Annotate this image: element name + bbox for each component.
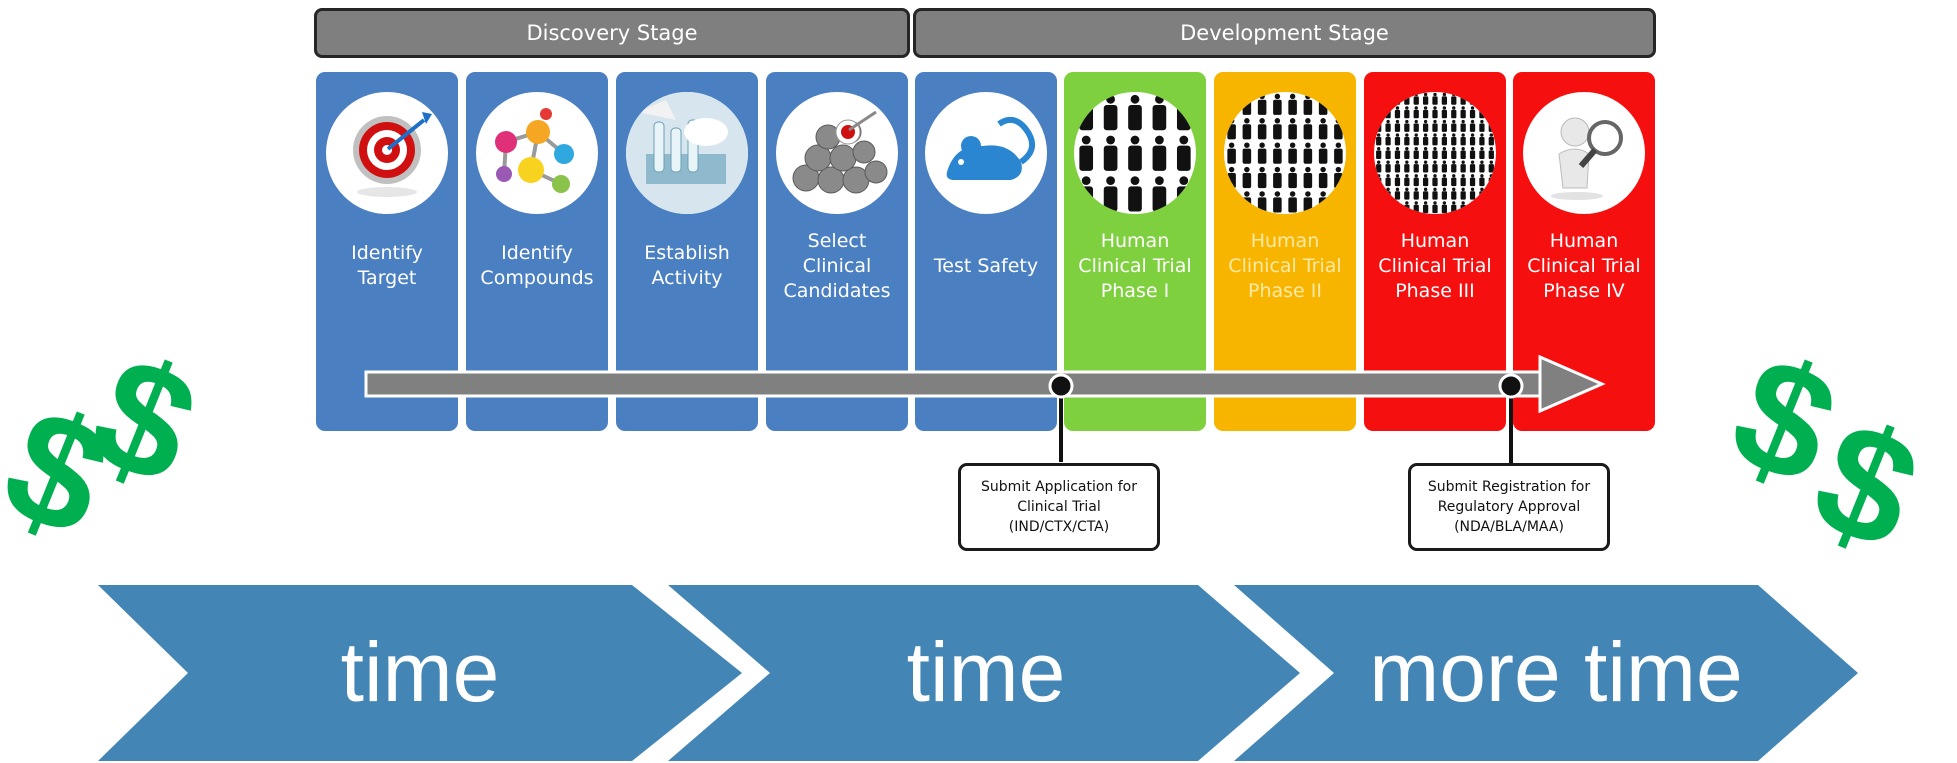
step-label-establish-activity: Establish Activity [644, 242, 730, 289]
time-chevrons [98, 585, 1858, 761]
milestone-label-regulatory-registration: Submit Registration for Regulatory Appro… [1427, 479, 1591, 535]
people-medium-icon [1224, 92, 1346, 214]
milestone-clinical-trial-application: Submit Application for Clinical Trial (I… [958, 463, 1160, 551]
candidates-icon [776, 92, 898, 214]
development-stage-label: Development Stage [1180, 21, 1389, 45]
step-label-select-candidates: Select Clinical Candidates [783, 229, 891, 302]
milestone-connectors [1048, 373, 1524, 464]
discovery-stage-label: Discovery Stage [526, 21, 698, 45]
milestone-label-clinical-trial-application: Submit Application for Clinical Trial (I… [980, 479, 1138, 535]
step-label-phase-3: Human Clinical Trial Phase III [1378, 229, 1492, 302]
step-identify-target: Identify Target [316, 72, 458, 431]
step-label-test-safety: Test Safety [933, 254, 1039, 277]
step-label-phase-4: Human Clinical Trial Phase IV [1527, 229, 1641, 302]
chevron-label-time-2: time [906, 624, 1066, 719]
step-phase-1: Human Clinical Trial Phase I [1064, 72, 1206, 431]
step-label-phase-2: Human Clinical Trial Phase II [1228, 229, 1342, 302]
mouse-icon [925, 92, 1047, 214]
target-icon [326, 92, 448, 214]
milestone-regulatory-registration: Submit Registration for Regulatory Appro… [1408, 463, 1610, 551]
development-stage-bar: Development Stage [913, 8, 1656, 58]
people-small-icon [1074, 92, 1196, 214]
molecule-icon [476, 92, 598, 214]
people-large-icon [1374, 92, 1496, 214]
chevron-label-time-1: time [340, 624, 500, 719]
step-label-identify-compounds: Identify Compounds [480, 242, 594, 289]
lab-icon [626, 92, 748, 214]
magnifier-person-icon [1523, 92, 1645, 214]
timeline-arrow [364, 355, 1606, 413]
discovery-stage-bar: Discovery Stage [314, 8, 910, 58]
chevron-label-more-time: more time [1369, 624, 1743, 719]
step-label-identify-target: Identify Target [351, 242, 423, 289]
step-label-phase-1: Human Clinical Trial Phase I [1078, 229, 1192, 302]
